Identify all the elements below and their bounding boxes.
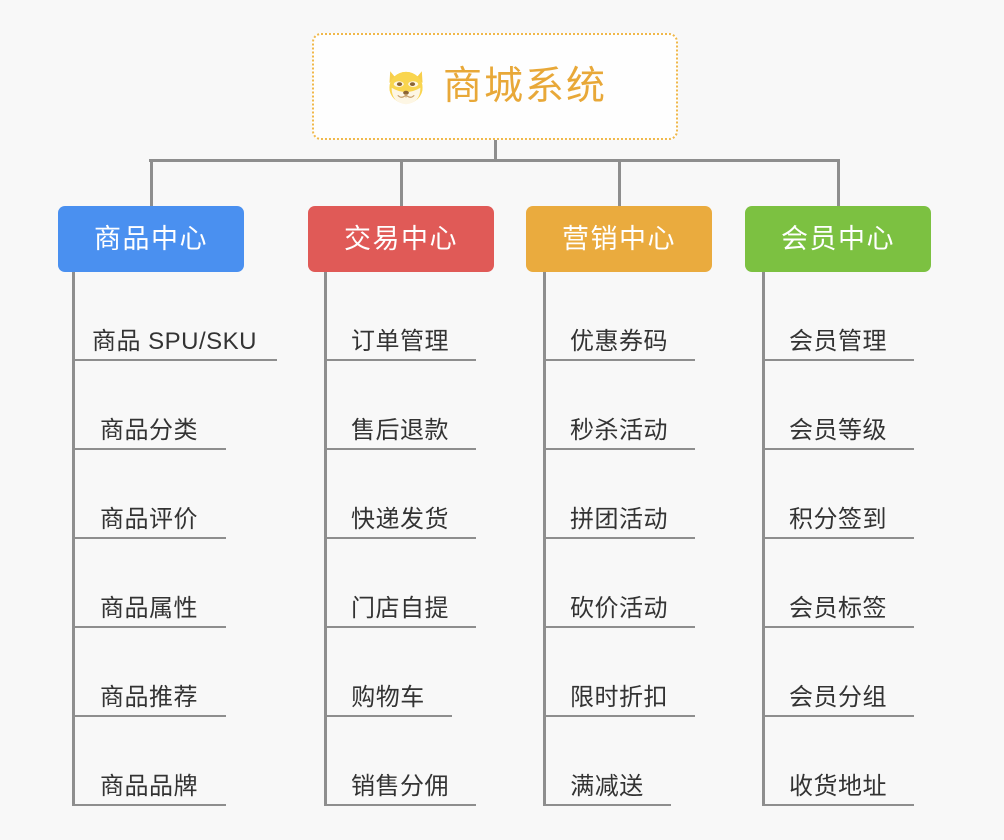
branch-spine	[324, 272, 327, 806]
leaf-item[interactable]: 订单管理	[324, 272, 476, 361]
connector-drop-2	[400, 159, 403, 207]
leaf-item[interactable]: 会员管理	[762, 272, 914, 361]
category-label: 营销中心	[562, 223, 676, 254]
leaf-item-label: 商品品牌	[100, 772, 198, 800]
leaf-item-label: 商品推荐	[100, 683, 198, 711]
leaf-item-label: 限时折扣	[570, 683, 668, 711]
category-label: 交易中心	[344, 223, 458, 254]
branch-spine	[543, 272, 546, 806]
category-box-4[interactable]: 会员中心	[745, 206, 931, 272]
leaf-item[interactable]: 优惠券码	[543, 272, 695, 361]
leaf-item-label: 收货地址	[789, 772, 887, 800]
leaf-item[interactable]: 商品分类	[72, 361, 226, 450]
leaf-item-label: 商品属性	[100, 594, 198, 622]
leaf-item-label: 会员管理	[789, 327, 887, 355]
category-box-2[interactable]: 交易中心	[308, 206, 494, 272]
root-title: 商城系统	[442, 65, 607, 108]
connector-drop-1	[150, 159, 153, 207]
leaf-item[interactable]: 秒杀活动	[543, 361, 695, 450]
leaf-item[interactable]: 购物车	[324, 628, 452, 717]
leaf-item-label: 秒杀活动	[570, 416, 668, 444]
leaf-item[interactable]: 商品评价	[72, 450, 226, 539]
leaf-item[interactable]: 快递发货	[324, 450, 476, 539]
leaf-item[interactable]: 售后退款	[324, 361, 476, 450]
connector-drop-4	[837, 159, 840, 207]
leaf-item[interactable]: 销售分佣	[324, 717, 476, 806]
leaf-item-label: 会员分组	[789, 683, 887, 711]
leaf-item-label: 砍价活动	[570, 594, 668, 622]
leaf-item-label: 售后退款	[351, 416, 449, 444]
branch-spine	[762, 272, 765, 806]
category-box-1[interactable]: 商品中心	[58, 206, 244, 272]
leaf-item-label: 商品评价	[100, 505, 198, 533]
leaf-item[interactable]: 收货地址	[762, 717, 914, 806]
leaf-item[interactable]: 门店自提	[324, 539, 476, 628]
leaf-item[interactable]: 会员标签	[762, 539, 914, 628]
leaf-item-label: 会员标签	[789, 594, 887, 622]
root-node[interactable]: 商城系统	[312, 33, 678, 140]
leaf-item[interactable]: 砍价活动	[543, 539, 695, 628]
leaf-item-label: 优惠券码	[570, 327, 668, 355]
category-label: 商品中心	[94, 223, 208, 254]
leaf-item-label: 拼团活动	[570, 505, 668, 533]
leaf-item[interactable]: 商品 SPU/SKU	[72, 272, 277, 361]
leaf-item[interactable]: 会员等级	[762, 361, 914, 450]
connector-root-stem	[494, 140, 497, 161]
leaf-item[interactable]: 拼团活动	[543, 450, 695, 539]
leaf-item-label: 门店自提	[351, 594, 449, 622]
category-label: 会员中心	[781, 223, 895, 254]
leaf-item-label: 商品 SPU/SKU	[91, 327, 258, 355]
leaf-item[interactable]: 商品品牌	[72, 717, 226, 806]
leaf-item[interactable]: 积分签到	[762, 450, 914, 539]
leaf-item-label: 购物车	[351, 683, 425, 711]
category-box-3[interactable]: 营销中心	[526, 206, 712, 272]
leaf-item-label: 销售分佣	[351, 772, 449, 800]
leaf-item[interactable]: 商品推荐	[72, 628, 226, 717]
leaf-item-label: 商品分类	[100, 416, 198, 444]
leaf-item-label: 订单管理	[351, 327, 449, 355]
connector-horizontal-bus	[149, 159, 838, 162]
leaf-item-label: 满减送	[570, 772, 644, 800]
branch-spine	[72, 272, 75, 806]
connector-drop-3	[618, 159, 621, 207]
leaf-item[interactable]: 限时折扣	[543, 628, 695, 717]
shiba-dog-face-icon	[383, 64, 429, 110]
leaf-item-label: 积分签到	[789, 505, 887, 533]
leaf-item[interactable]: 满减送	[543, 717, 671, 806]
leaf-item[interactable]: 商品属性	[72, 539, 226, 628]
leaf-item-label: 会员等级	[789, 416, 887, 444]
leaf-item-label: 快递发货	[351, 505, 449, 533]
leaf-item[interactable]: 会员分组	[762, 628, 914, 717]
